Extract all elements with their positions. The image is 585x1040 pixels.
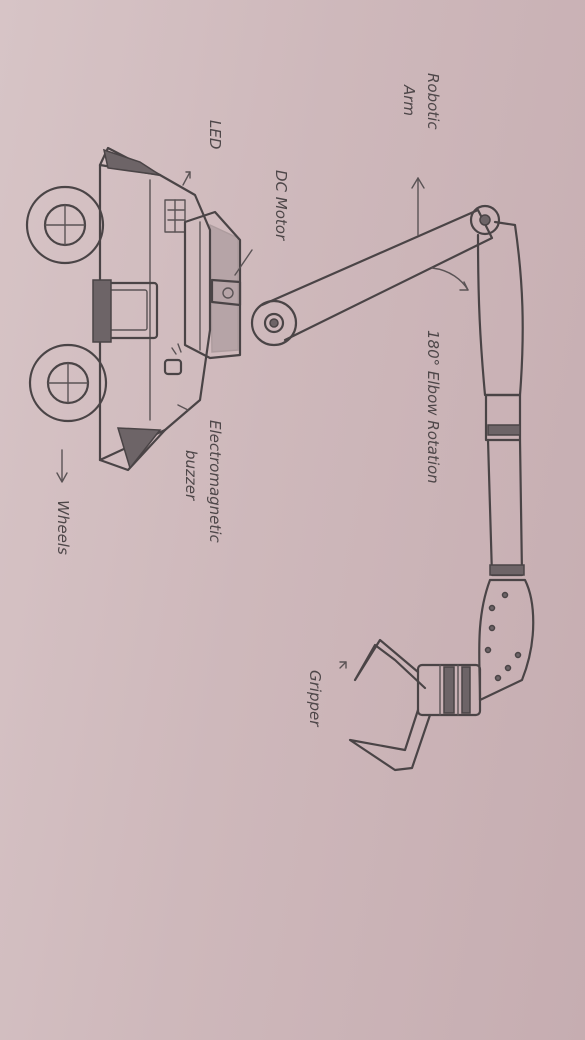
arrow-elbow-arc xyxy=(432,268,468,290)
motor-housing xyxy=(185,212,240,358)
label-buzzer: buzzer xyxy=(182,450,200,501)
arrow-led xyxy=(183,172,190,185)
gripper-base xyxy=(418,665,480,715)
forearm xyxy=(478,222,524,575)
label-elbow-rotation: 180° Elbow Rotation xyxy=(424,330,442,484)
arrow-buzzer xyxy=(178,405,188,410)
label-gripper: Gripper xyxy=(306,670,324,727)
led-component xyxy=(165,200,185,232)
arrow-gripper xyxy=(340,662,346,668)
robot-body xyxy=(93,148,210,470)
label-robotic: Robotic xyxy=(424,73,442,130)
wheel-bottom xyxy=(30,345,106,421)
buzzer-component xyxy=(165,344,181,374)
elbow-joint xyxy=(471,206,499,234)
wheel-top xyxy=(27,187,103,263)
label-led: LED xyxy=(206,120,224,149)
wrist-joint xyxy=(479,580,533,700)
label-dc-motor: DC Motor xyxy=(272,170,290,241)
label-wheels: Wheels xyxy=(54,500,72,555)
label-arm: Arm xyxy=(400,84,418,116)
label-electromagnetic: Electromagnetic xyxy=(206,420,224,543)
